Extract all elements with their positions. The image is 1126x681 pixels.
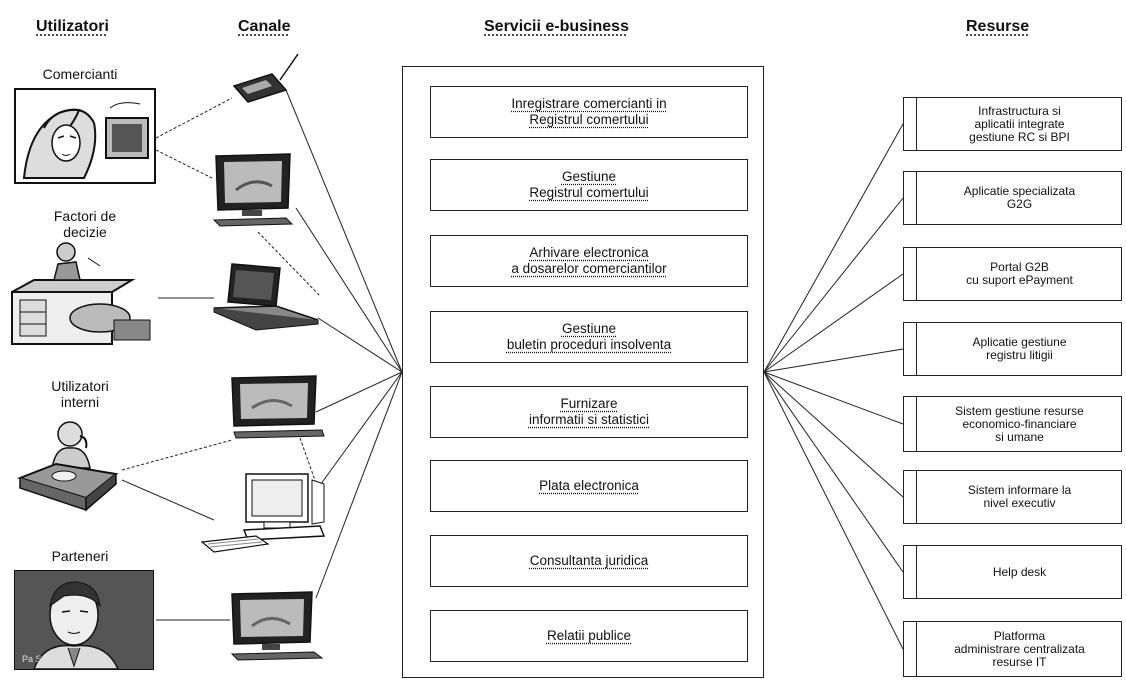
service-line: Consultanta juridica xyxy=(529,553,649,568)
resource-line: Platforma xyxy=(993,628,1046,643)
channel-to-services-connector xyxy=(317,317,403,373)
user-label-utilizatori-interni: Utilizatori interni xyxy=(51,378,109,410)
resource-line: Sistem informare la xyxy=(967,483,1072,497)
service-box-plata-electronica: Plata electronica xyxy=(430,460,748,512)
computer-monitor-icon xyxy=(230,591,324,661)
resource-line: Portal G2B xyxy=(990,260,1049,274)
resource-box-help-desk: Help desk xyxy=(903,545,1122,599)
resource-line: registru litigii xyxy=(986,348,1053,362)
services-to-resource-connector xyxy=(763,371,904,425)
services-to-resource-connector xyxy=(763,197,904,373)
channel-link-connector xyxy=(299,437,323,501)
service-line: Registrul comertului xyxy=(529,185,649,200)
service-line: Arhivare electronica xyxy=(529,245,649,260)
user-to-channel-connector xyxy=(155,97,233,139)
resource-line: si umane xyxy=(995,429,1044,444)
decision-maker-illustration xyxy=(11,242,151,345)
laptop-icon xyxy=(213,263,319,331)
desktop-computer-icon xyxy=(200,473,326,553)
user-label-factori-de-decizie: Factori de decizie xyxy=(53,208,117,240)
resource-line: cu suport ePayment xyxy=(966,273,1073,287)
user-label-comercianti: Comercianti xyxy=(42,66,118,82)
resource-line: resurse IT xyxy=(992,654,1047,669)
services-to-resource-connector xyxy=(763,371,904,650)
service-line: Furnizare xyxy=(560,396,618,411)
user-label-parteneri: Parteneri xyxy=(51,548,109,564)
service-line: Relatii publice xyxy=(546,628,632,643)
mobile-phone-icon xyxy=(232,53,299,103)
services-to-resource-connector xyxy=(763,348,904,373)
resource-line: Aplicatie specializata xyxy=(963,184,1076,198)
service-line: Plata electronica xyxy=(539,478,639,493)
service-box-consultanta-juridica: Consultanta juridica xyxy=(430,535,748,587)
computer-monitor-icon xyxy=(212,153,294,227)
services-to-resource-connector xyxy=(763,123,904,373)
channel-to-services-connector xyxy=(285,89,403,373)
service-line: Gestiune xyxy=(561,169,617,184)
internal-user-illustration xyxy=(16,421,119,512)
service-line: Registrul comertului xyxy=(529,112,649,127)
resource-line: nivel executiv xyxy=(983,496,1056,510)
resource-line: economico-financiare xyxy=(962,416,1077,431)
partner-man-illustration: Pa Sv_ xyxy=(14,570,154,670)
column-title-services: Servicii e-business xyxy=(484,18,629,35)
resource-line: Aplicatie gestiune xyxy=(972,335,1067,349)
svg-text:Pa Sv_: Pa Sv_ xyxy=(22,654,52,664)
channel-to-services-connector xyxy=(295,207,403,373)
computer-monitor-icon xyxy=(231,375,325,439)
user-to-channel-connector xyxy=(121,479,215,521)
merchant-woman-illustration xyxy=(14,88,156,184)
service-line: Inregistrare comercianti in xyxy=(511,96,667,111)
services-to-resource-connector xyxy=(763,273,904,373)
user-to-channel-connector xyxy=(155,149,213,179)
service-box-relatii-publice: Relatii publice xyxy=(430,610,748,662)
resource-line: Help desk xyxy=(992,564,1047,579)
user-to-channel-connector xyxy=(121,439,233,471)
services-to-resource-connector xyxy=(763,371,904,573)
resource-line: administrare centralizata xyxy=(954,641,1085,656)
service-line: informatii si statistici xyxy=(528,412,650,427)
resource-line: G2G xyxy=(1006,197,1033,211)
resource-line: Sistem gestiune resurse xyxy=(955,403,1084,418)
service-line: buletin proceduri insolventa xyxy=(506,337,672,352)
resource-line: Infrastructura si xyxy=(978,103,1061,118)
channel-to-services-connector xyxy=(317,371,403,489)
resource-line: aplicatii integrate xyxy=(974,116,1065,131)
column-title-resources: Resurse xyxy=(966,18,1030,35)
service-line: a dosarelor comerciantilor xyxy=(511,261,667,276)
resource-line: gestiune RC si BPI xyxy=(969,129,1070,144)
services-to-resource-connector xyxy=(763,371,904,498)
channel-to-services-connector xyxy=(315,371,403,413)
column-title-channels: Canale xyxy=(238,18,291,35)
column-title-users: Utilizatori xyxy=(36,18,109,35)
channel-to-services-connector xyxy=(315,371,403,599)
service-line: Gestiune xyxy=(561,321,617,336)
